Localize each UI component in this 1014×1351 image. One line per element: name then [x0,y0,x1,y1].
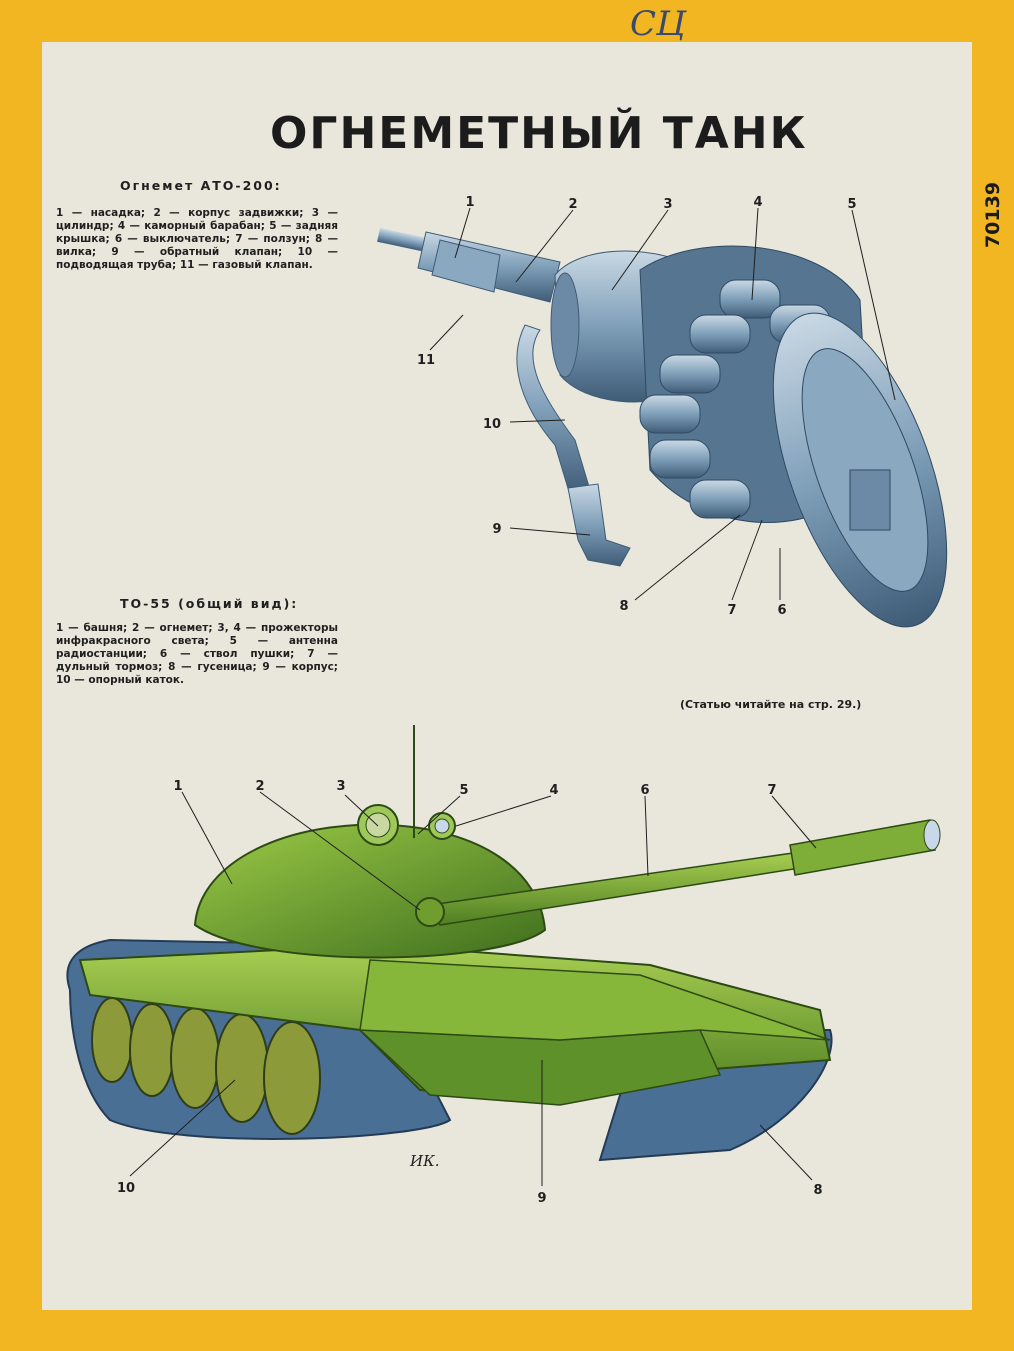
ato-label: 4 [753,195,762,210]
to55-label: 9 [537,1191,546,1206]
ato-label: 1 [465,195,474,210]
ato-label: 11 [417,353,435,368]
ato-label: 5 [847,197,856,212]
to55-label: 6 [640,783,649,798]
to55-label: 4 [549,783,558,798]
tank-drawing [66,725,941,1162]
to55-label: 8 [813,1183,822,1198]
ato-legend: 1 — насадка; 2 — корпус задвижки; 3 — ци… [56,207,338,271]
to55-label: 5 [459,783,468,798]
flamethrower-leaders [429,207,896,601]
ato-label: 2 [568,197,577,212]
to55-heading: ТО-55 (общий вид): [120,596,299,611]
to55-legend: 1 — башня; 2 — огнемет; 3, 4 — прожектор… [56,622,338,686]
article-note: (Статью читайте на стр. 29.) [680,698,862,711]
to55-label: 2 [255,779,264,794]
ato-label: 8 [619,599,628,614]
to55-label: 7 [767,783,776,798]
flamethrower-labels: 1 2 3 4 5 6 7 8 9 10 11 [417,195,857,618]
to55-label: 10 [117,1181,135,1196]
ato-label: 7 [727,603,736,618]
flamethrower-drawing [377,228,948,628]
tank-leaders [129,791,817,1186]
artist-signature: ИК. [409,1152,439,1170]
ato-label: 10 [483,417,501,432]
ato-heading: Огнемет АТО-200: [120,178,282,193]
to55-label: 3 [336,779,345,794]
handwritten-mark: СЦ [630,4,686,44]
ato-label: 9 [492,522,501,537]
page-title: ОГНЕМЕТНЫЙ ТАНК [270,108,808,159]
to55-label: 1 [173,779,182,794]
ato-label: 6 [777,603,786,618]
tank-labels: 1 2 3 4 5 6 7 8 9 10 [117,779,823,1206]
ato-label: 3 [663,197,672,212]
